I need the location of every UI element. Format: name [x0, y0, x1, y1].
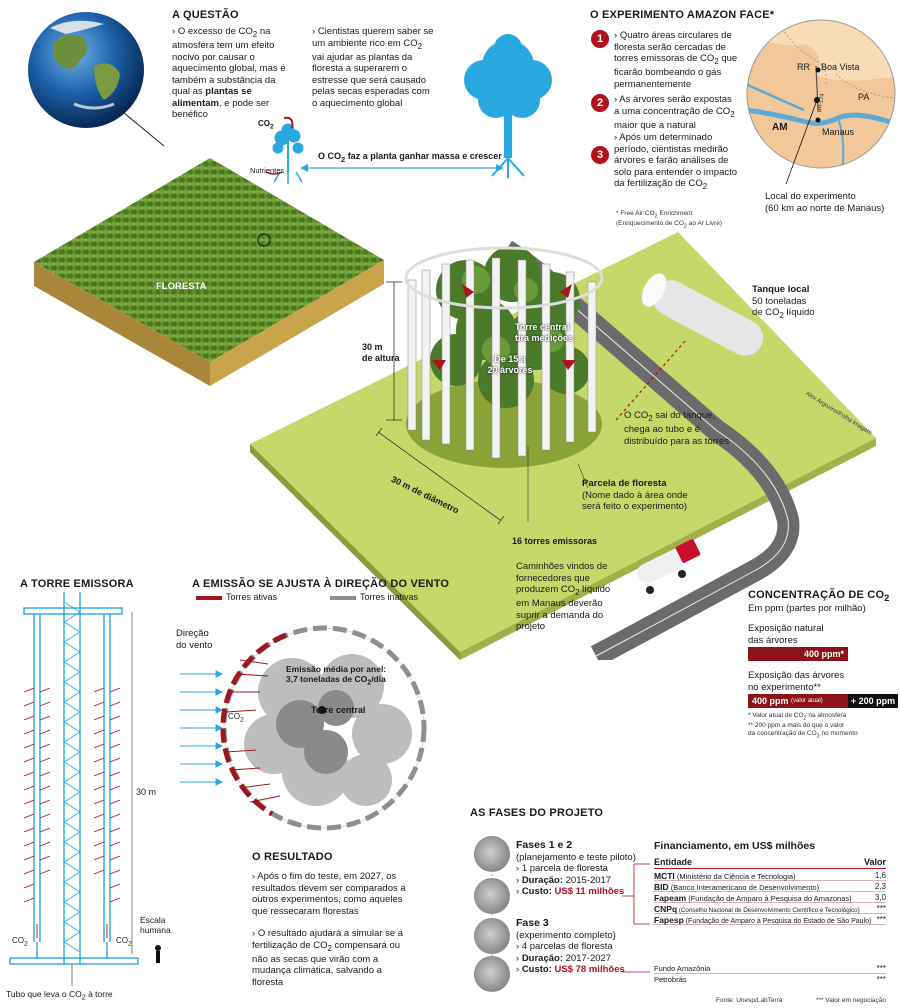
phase-1-2-block: Fases 1 e 2 (planejamento e teste piloto…	[516, 839, 636, 897]
resultado-paragraph-2: › O resultado ajudará a simular se a fer…	[252, 928, 404, 988]
large-tree-icon	[464, 34, 552, 178]
map-label-rr: RR	[797, 62, 810, 72]
nutrients-label: Nutrientes	[250, 166, 285, 175]
fases-title: AS FASES DO PROJETO	[470, 807, 604, 819]
step-1-badge: 1	[591, 30, 609, 48]
source-label: Fonte: Unesp/LabTerra	[716, 997, 783, 1004]
negotiation-note: *** Valor em negociação	[816, 997, 886, 1004]
phase-plot-icon-4	[474, 956, 510, 992]
inactive-towers-swatch	[330, 596, 356, 600]
questao-title: A QUESTÃO	[172, 9, 239, 21]
growth-arrow-label: O CO2 faz a planta ganhar massa e cresce…	[318, 151, 502, 164]
phase-plot-icon-1	[474, 836, 510, 872]
face-footnote: * Free Air CO2 Enrichment (Enriqueciment…	[616, 210, 722, 230]
co2-plant-label: CO2	[258, 119, 274, 131]
earth-globe	[28, 12, 165, 147]
map-caption: Local do experimento(60 km ao norte de M…	[765, 191, 885, 214]
wind-ring-diagram	[180, 625, 427, 831]
step-1-text: › Quatro áreas circulares de floresta se…	[614, 30, 738, 90]
funding-row: CNPq (Conselho Nacional de Desenvolvimen…	[654, 904, 886, 914]
natural-exposure-bar: 400 ppm*	[748, 647, 848, 661]
concentracao-notes: * Valor atual de CO2 na atmosfera ** 200…	[748, 712, 858, 740]
forest-block-illustration	[34, 158, 384, 386]
towers-count-label: 16 torres emissoras	[512, 536, 598, 546]
funding-row: Fapeam (Fundação de Amparo à Pesquisa do…	[654, 893, 886, 903]
map-label-am: AM	[772, 122, 788, 133]
step-3-text: › Após um determinado período, cientista…	[614, 132, 738, 191]
emitter-tower-diagram	[9, 592, 161, 986]
step-2-text: › As árvores serão expostas a uma concen…	[614, 94, 735, 131]
location-map	[746, 19, 896, 185]
resultado-title: O RESULTADO	[252, 851, 333, 863]
tower-height-label: 30 m	[136, 787, 157, 797]
trucks-label: Caminhões vindos de fornecedores que pro…	[516, 561, 611, 633]
experimento-title: O EXPERIMENTO AMAZON FACE*	[590, 9, 775, 21]
map-label-pa: PA	[858, 92, 870, 102]
funding-row: Petrobrás***	[654, 975, 886, 984]
funding-row: Fundo Amazônia***	[654, 964, 886, 974]
ring-co2-label: CO2	[228, 712, 244, 724]
parcel-label: Parcela de floresta(Nome dado à área ond…	[582, 478, 688, 512]
phase-plot-icon-2	[474, 878, 510, 914]
co2-flow-label: O CO2 sai do tanque, chega ao tubo e é d…	[624, 410, 730, 447]
vento-title: A EMISSÃO SE AJUSTA À DIREÇÃO DO VENTO	[192, 578, 450, 590]
tower-pipe-label: Tubo que leva o CO2 à torre	[6, 989, 113, 1002]
tower-co2-right: CO2	[116, 936, 132, 948]
questao-paragraph-1: › O excesso de CO2 na atmosfera tem um e…	[172, 26, 286, 121]
funding-brackets	[622, 863, 650, 973]
funding-row: Fapesp (Fundação de Amparo à Pesquisa do…	[654, 915, 886, 925]
financiamento-title: Financiamento, em US$ milhões	[654, 840, 816, 852]
experiment-extra-bar: + 200 ppm	[848, 694, 898, 708]
questao-paragraph-2: › Cientistas querem saber se um ambiente…	[312, 26, 434, 109]
phase-3-block: Fase 3 (experimento completo) › 4 parcel…	[516, 917, 625, 975]
experiment-exposure-bar: 400 ppm (valor atual)	[748, 694, 848, 708]
financiamento-header: Entidade Valor	[654, 857, 886, 869]
tower-co2-left: CO2	[12, 936, 28, 948]
concentracao-title: CONCENTRAÇÃO DE CO2	[748, 589, 890, 604]
phase-plot-icon-3	[474, 918, 510, 954]
map-label-manaus: Manaus	[822, 127, 855, 137]
funding-row: MCTI (Ministério da Ciência e Tecnologia…	[654, 871, 886, 881]
concentracao-subtitle: Em ppm (partes por milhão)	[748, 603, 866, 614]
step-3-badge: 3	[591, 146, 609, 164]
funding-row: BID (Banco Interamericano de Desenvolvim…	[654, 882, 886, 892]
resultado-paragraph-1: › Após o fim do teste, em 2027, os resul…	[252, 871, 406, 917]
torre-title: A TORRE EMISSORA	[20, 578, 134, 590]
step-2-badge: 2	[591, 94, 609, 112]
ring-center-tower-label: Torre central	[311, 705, 366, 715]
inactive-towers-legend: Torres inativas	[360, 592, 419, 602]
map-label-boa-vista: Boa Vista	[821, 62, 860, 72]
emission-average-label: Emissão média por anel:3,7 toneladas de …	[286, 664, 387, 687]
experiment-plot-illustration	[250, 232, 876, 660]
active-towers-swatch	[196, 596, 222, 600]
forest-label: FLORESTA	[156, 281, 207, 292]
active-towers-legend: Torres ativas	[226, 592, 278, 602]
